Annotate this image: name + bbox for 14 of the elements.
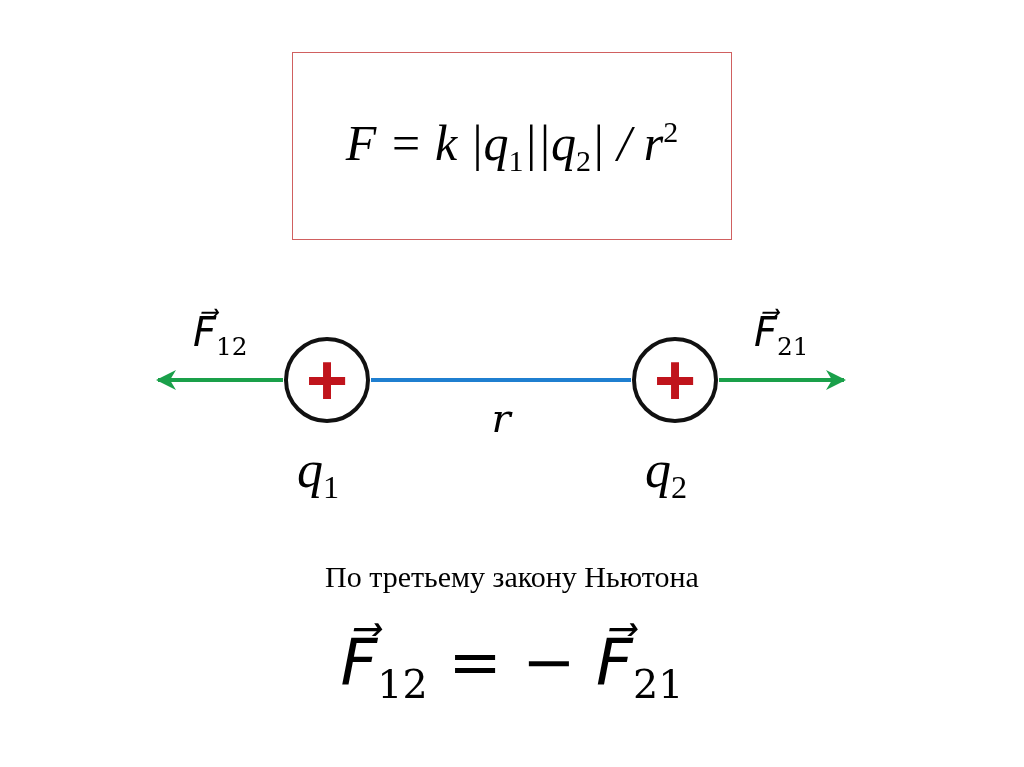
charge-label: q$_{1}$ xyxy=(297,440,340,507)
formula-text: F = k |q$_{1}$||q$_{2}$| / r$^{2}$ xyxy=(345,114,679,178)
equation-text: F⃗$_{12}$ = − F⃗$_{21}$ xyxy=(340,625,684,707)
charge-label: q$_{2}$ xyxy=(645,440,688,507)
edge-label: F⃗$_{12}$ xyxy=(193,310,248,361)
caption-text: По третьему закону Ньютона xyxy=(325,560,699,594)
charge-sign: + xyxy=(652,340,697,420)
formula-box xyxy=(292,52,732,240)
force-arrow xyxy=(156,370,283,390)
charge-sign: + xyxy=(304,340,349,420)
force-arrow xyxy=(719,370,846,390)
edge-label: F⃗$_{21}$ xyxy=(754,310,809,361)
distance-line xyxy=(371,378,631,382)
edge-label: r xyxy=(491,396,511,440)
